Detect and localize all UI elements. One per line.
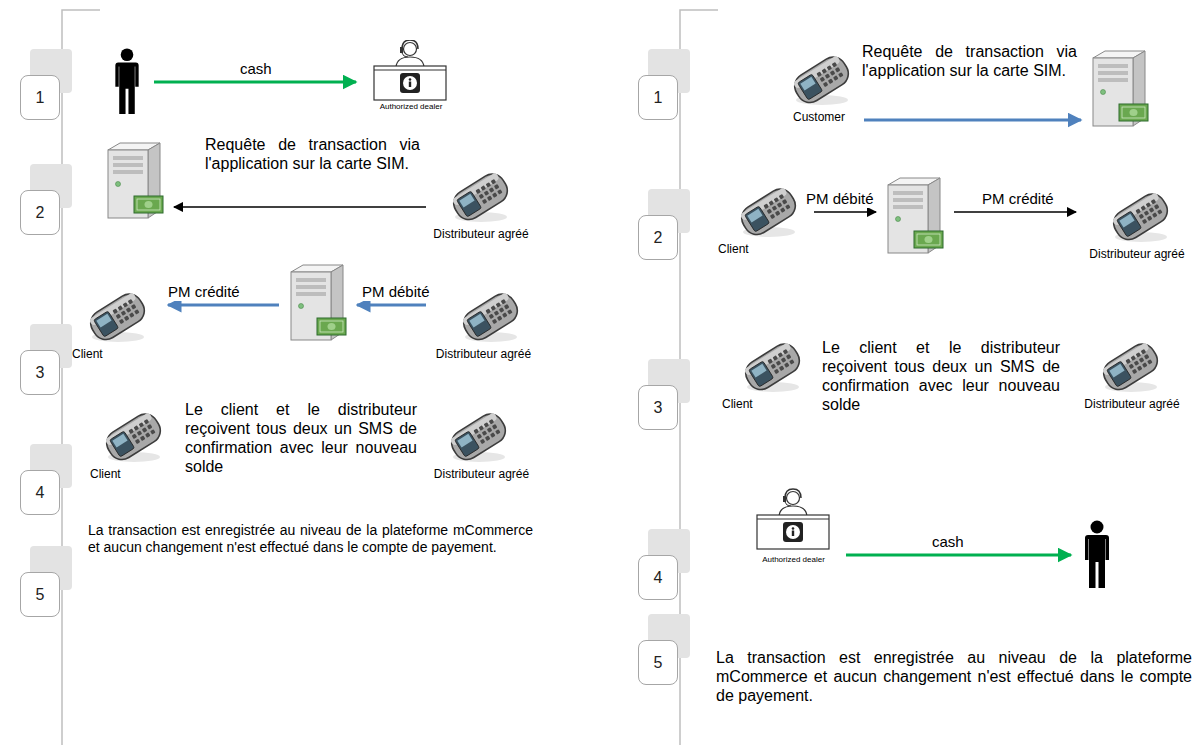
server-node [880,175,950,257]
phone-node: Client [722,335,814,411]
step-text: Le client et le distributeur reçoivent t… [822,338,1060,414]
flow-arrow [864,119,1081,122]
node-caption: Distributeur agréé [428,467,535,481]
node-caption: Client [90,467,182,481]
node-caption: Customer [778,110,860,124]
arrow-label: PM débité [360,283,432,301]
icon-holder [107,48,150,116]
person-node [1075,515,1120,595]
icon-holder [1095,335,1189,397]
phone-node: Customer [778,48,860,124]
icon-holder [737,335,814,397]
phone-node: Distributeur agréé [1075,335,1189,411]
phone-node: Distributeur agréé [1080,185,1194,261]
node-caption: Client [722,397,814,411]
phone-icon [98,405,168,467]
icon-holder [445,165,532,227]
step-text: La transaction est enregistrée au niveau… [716,648,1192,705]
server-node [100,140,170,222]
dealer-desk-icon [753,485,833,555]
icon-holder [1089,48,1155,130]
phone-icon [733,180,803,242]
flow-arrow [814,211,876,213]
server-icon [104,140,166,222]
phone-node: Client [90,405,182,481]
person-icon [107,48,147,116]
person-node [105,48,150,116]
step-text: Requête de transaction via l'application… [205,135,420,173]
phone-icon [82,285,152,347]
dealer-desk-icon [370,40,450,102]
icon-holder [82,285,164,347]
icon-holder [98,405,182,467]
node-caption: Client [718,242,810,256]
icon-holder [753,485,842,555]
icon-holder [884,175,950,257]
arrow-label: PM débité [804,190,876,208]
phone-node: Distributeur agréé [430,285,537,361]
server-node [1085,48,1155,130]
phone-node: Distributeur agréé [428,405,535,481]
phone-icon [737,335,807,397]
callout-number: 5 [20,572,60,617]
flow-arrow [154,81,356,84]
timeline-line [62,10,718,745]
node-caption: Distributeur agréé [1075,397,1189,411]
phone-icon [445,165,515,227]
icon-holder [370,40,462,102]
phone-icon [786,48,856,110]
dealer-node: Authorized dealer [360,40,462,112]
callout-number: 4 [20,470,60,515]
arrow-label: cash [930,533,966,551]
flow-arrow [168,304,279,307]
callout-number: 1 [638,75,678,120]
node-caption: Distributeur agréé [430,347,537,361]
arrow-label: PM crédité [166,283,242,301]
node-caption: Distributeur agréé [430,227,532,241]
phone-icon [1105,185,1175,247]
node-caption: Distributeur agréé [1080,247,1194,261]
node-caption: Client [72,347,164,361]
icon-holder [455,285,537,347]
icon-holder [104,140,170,222]
step-text: Requête de transaction via l'application… [862,42,1077,80]
callout-number: 4 [638,555,678,600]
callout-number: 1 [20,75,60,120]
step-text: La transaction est enregistrée au niveau… [88,522,533,556]
icon-holder [287,262,353,344]
flow-arrow [846,554,1071,557]
dealer-node: Authorized dealer [745,485,842,565]
server-icon [1089,48,1151,130]
server-icon [287,262,349,344]
callout-backs [30,49,690,658]
callout-number: 3 [20,350,60,395]
phone-icon [1095,335,1165,397]
icon-holder [786,48,860,110]
flow-arrow [954,211,1076,213]
flow-arrow [174,206,426,208]
node-caption: Authorized dealer [360,102,462,112]
callout-number: 5 [638,640,678,685]
callout-number: 3 [638,385,678,430]
person-icon [1077,515,1117,595]
phone-icon [443,405,513,467]
arrow-label: PM crédité [980,190,1056,208]
phone-node: Client [718,180,810,256]
arrow-label: cash [238,60,274,78]
phone-node: Client [72,285,164,361]
server-node [283,262,353,344]
phone-node: Distributeur agréé [430,165,532,241]
node-caption: Authorized dealer [745,555,842,565]
icon-holder [733,180,810,242]
icon-holder [1105,185,1194,247]
callout-number: 2 [20,190,60,235]
phone-icon [455,285,525,347]
flow-arrow [357,304,426,307]
step-text: Le client et le distributeur reçoivent t… [185,400,417,476]
icon-holder [443,405,535,467]
server-icon [884,175,946,257]
callout-number: 2 [638,215,678,260]
icon-holder [1077,515,1120,595]
